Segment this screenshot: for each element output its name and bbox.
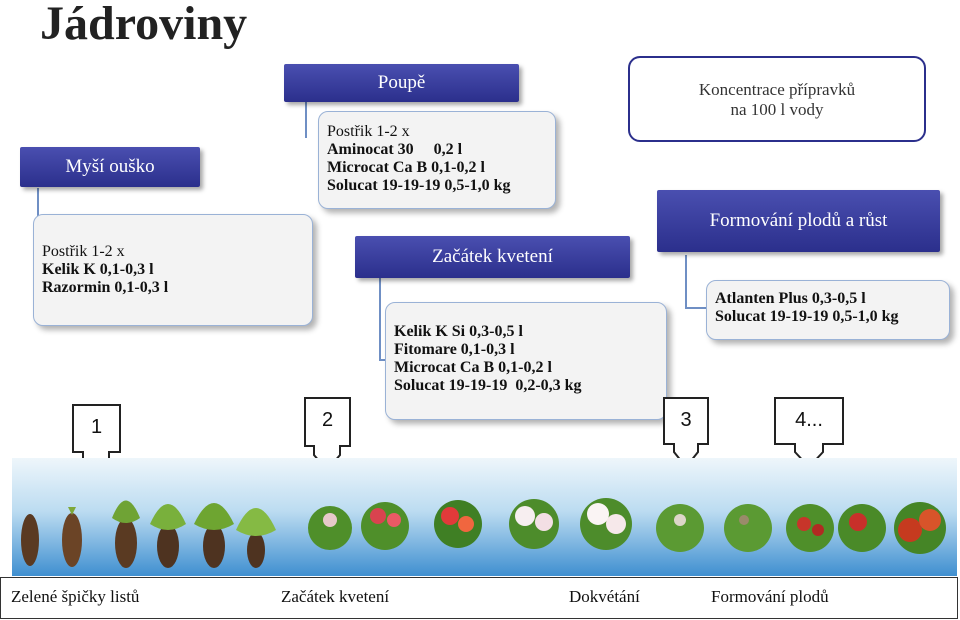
marker-label-1: 1 <box>90 416 103 438</box>
fruitlet <box>797 517 811 531</box>
petal-fall-center <box>674 514 686 526</box>
pink-bud <box>370 508 386 524</box>
product-line: Fitomare 0,1-0,3 l <box>394 341 515 358</box>
open-blossom <box>515 506 535 526</box>
bud-late <box>247 532 265 568</box>
bud-swelling <box>62 513 82 567</box>
stage-card-zacatek-kveteni: Kelik K Si 0,3-0,5 l Fitomare 0,1-0,3 l … <box>385 302 667 420</box>
marker-label-4: 4... <box>795 409 823 431</box>
red-bud <box>458 516 474 532</box>
open-blossom <box>535 513 553 531</box>
leaf-cluster <box>194 503 234 530</box>
page-title: Jádroviny <box>40 0 248 50</box>
flower-stages <box>308 498 632 550</box>
bud-stages <box>21 500 276 568</box>
stage-card-intro: Postřik 1-2 x <box>42 243 125 260</box>
bud-leaves <box>112 500 140 523</box>
petal-fall <box>656 504 704 552</box>
product-line: Solucat 19-19-19 0,5-1,0 kg <box>715 308 899 325</box>
product-line: Microcat Ca B 0,1-0,2 l <box>394 359 552 376</box>
pink-bud <box>387 513 401 527</box>
bud-green-tip <box>115 518 137 568</box>
late-leaves <box>236 508 276 536</box>
bud-mouse-ear <box>157 524 179 568</box>
stage-header-formovani-plodu: Formování plodů a růst <box>657 190 940 252</box>
footer-label-zacatek-kveteni: Začátek kvetení <box>281 587 390 606</box>
bud-tip <box>68 507 76 515</box>
footer-label-formovani-plodu: Formování plodů <box>711 587 829 606</box>
fruit-set <box>724 504 772 552</box>
bud-dormant <box>21 514 39 566</box>
pink-bud <box>323 513 337 527</box>
growing-fruit <box>898 518 922 542</box>
concentration-line-2: na 100 l vody <box>730 100 824 119</box>
footer-label-dokvetani: Dokvétání <box>569 587 640 606</box>
growing-fruit <box>919 509 941 531</box>
fruit-stages <box>656 502 946 554</box>
product-line: Aminocat 30 0,2 l <box>327 141 463 158</box>
footer-label-zelene-spicky: Zelené špičky listů <box>11 587 140 606</box>
young-fruit <box>849 513 867 531</box>
growth-stages-illustration <box>12 458 957 576</box>
marker-label-2: 2 <box>321 409 334 431</box>
stage-card-formovani-plodu: Atlanten Plus 0,3-0,5 l Solucat 19-19-19… <box>706 280 950 340</box>
concentration-note: Koncentrace přípravků na 100 l vody <box>628 56 926 142</box>
product-line: Razormin 0,1-0,3 l <box>42 279 169 296</box>
connector-4 <box>685 255 708 309</box>
product-line: Kelik K Si 0,3-0,5 l <box>394 323 523 340</box>
stage-header-mysi-ousko: Myší ouško <box>20 147 200 187</box>
flower-cluster-pink <box>361 502 409 550</box>
stage-footer: Zelené špičky listů Začátek kvetení Dokv… <box>0 577 958 619</box>
product-line: Microcat Ca B 0,1-0,2 l <box>327 159 485 176</box>
stage-header-poupe: Poupě <box>284 64 519 102</box>
fruitlet <box>812 524 824 536</box>
marker-label-3: 3 <box>680 409 692 431</box>
flower-cluster-green <box>308 506 352 550</box>
full-blossom <box>606 514 626 534</box>
fruit-set-center <box>739 515 749 525</box>
stage-card-intro: Postřik 1-2 x <box>327 123 410 140</box>
stage-card-mysi-ousko: Postřik 1-2 x Kelik K 0,1-0,3 l Razormin… <box>33 214 313 326</box>
concentration-line-1: Koncentrace přípravků <box>698 80 856 99</box>
product-line: Solucat 19-19-19 0,2-0,3 kg <box>394 377 582 394</box>
full-blossom <box>587 503 609 525</box>
red-bud <box>441 507 459 525</box>
product-line: Solucat 19-19-19 0,5-1,0 kg <box>327 177 511 194</box>
product-line: Atlanten Plus 0,3-0,5 l <box>715 290 866 307</box>
stage-card-poupe: Postřik 1-2 x Aminocat 30 0,2 l Microcat… <box>318 111 556 209</box>
stage-header-zacatek-kveteni: Začátek kvetení <box>355 236 630 278</box>
fruitlet-cluster <box>786 504 834 552</box>
mouse-ear-leaves <box>150 504 186 530</box>
bud-leaf-cluster <box>203 524 225 568</box>
product-line: Kelik K 0,1-0,3 l <box>42 261 154 278</box>
